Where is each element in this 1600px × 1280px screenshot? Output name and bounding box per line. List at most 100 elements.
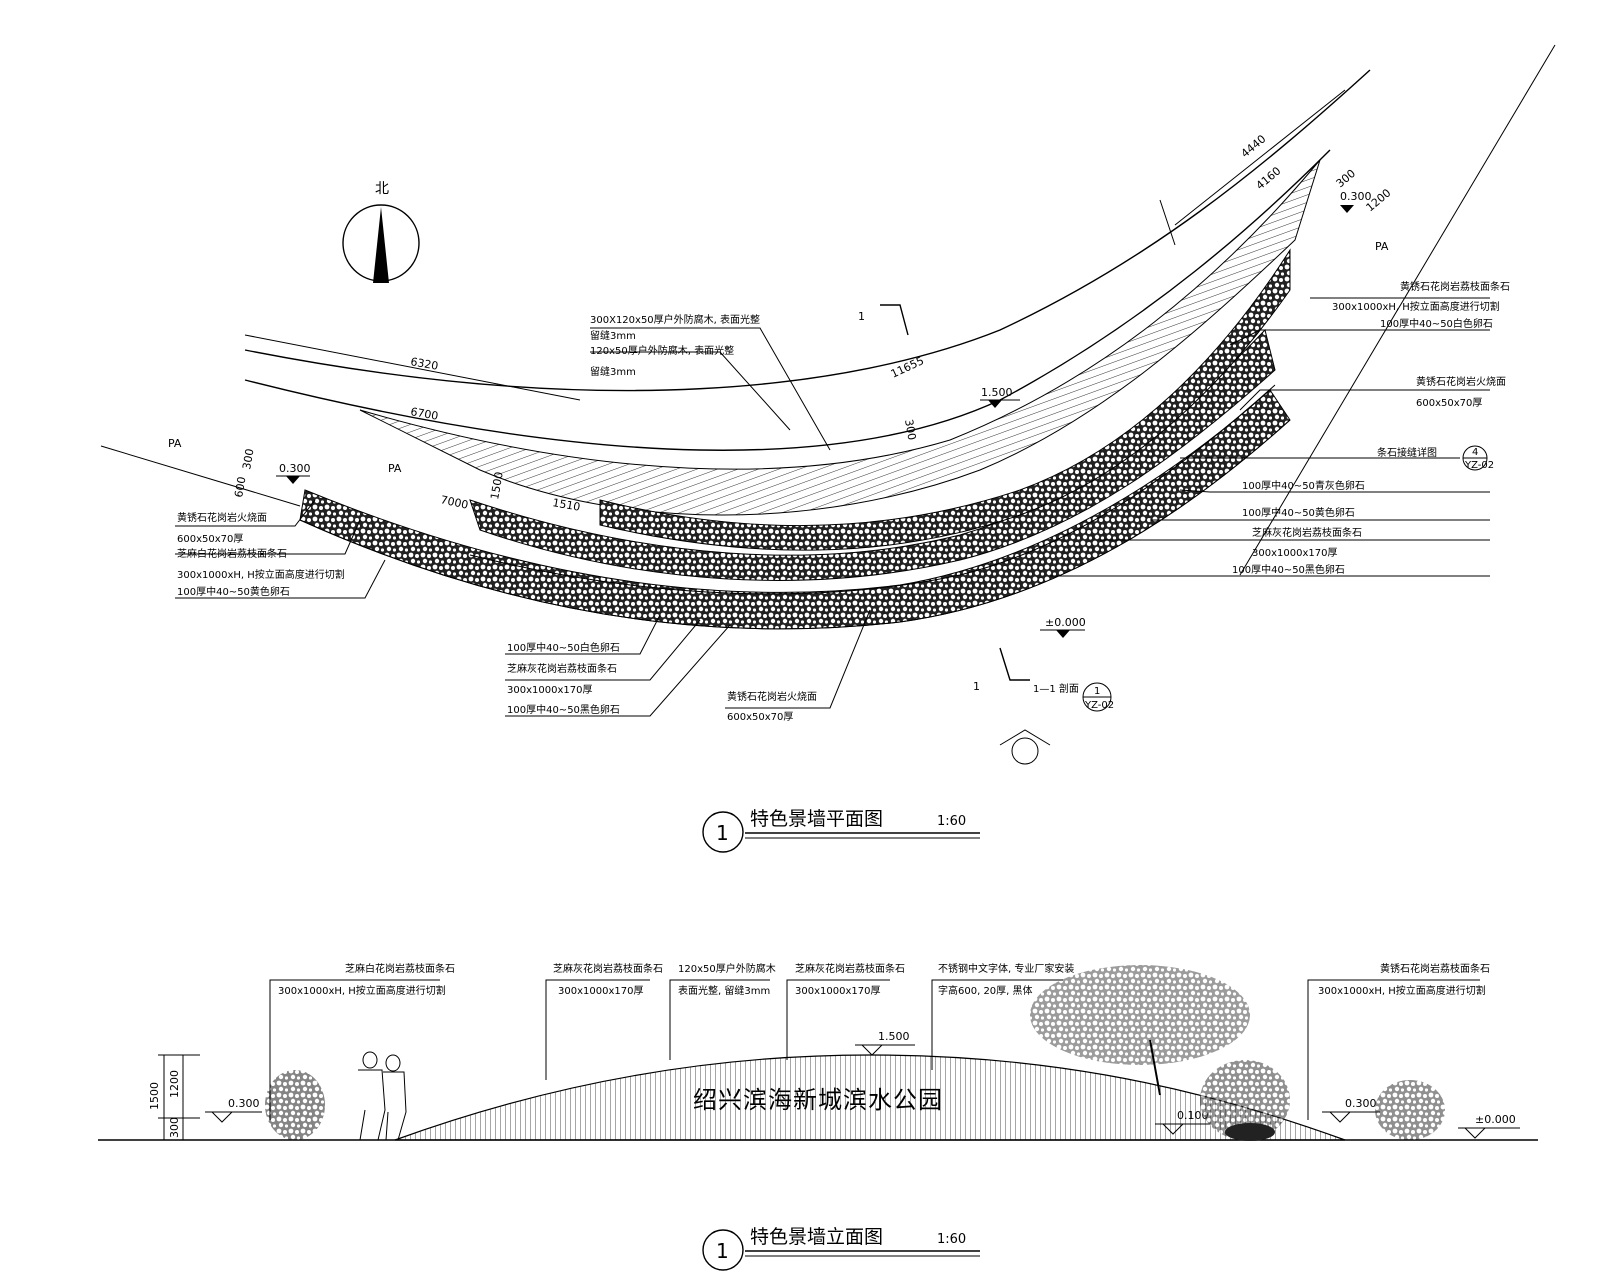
inner-arc <box>244 149 1331 451</box>
dim-1510: 1510 <box>551 496 581 514</box>
boundary-right <box>1239 44 1556 576</box>
dim-6320: 6320 <box>409 355 439 373</box>
e-note-1b: 300x1000xH, H按立面高度进行切割 <box>278 984 446 997</box>
svg-text:1—1 剖面: 1—1 剖面 <box>1033 682 1079 695</box>
note-b1: 100厚中40~50白色卵石 <box>507 641 620 654</box>
section-mark-top: 1 <box>858 304 909 336</box>
note-b5: 黄锈石花岗岩火烧面 <box>727 690 817 703</box>
outer-arc <box>244 69 1371 392</box>
note-wood-1: 300X120x50厚户外防腐木, 表面光整 <box>590 313 760 326</box>
note-r5: 600x50x70厚 <box>1416 397 1482 409</box>
elev-marker-0300-left: 0.300 <box>276 462 311 484</box>
svg-text:1.500: 1.500 <box>878 1030 910 1043</box>
elevation-scale: 1:60 <box>937 1232 966 1247</box>
elev-leaders <box>269 979 1480 1120</box>
svg-text:±0.000: ±0.000 <box>1045 616 1086 629</box>
dim-4160: 4160 <box>1254 164 1284 192</box>
note-r10: 300x1000x170厚 <box>1252 547 1337 559</box>
svg-text:0.300: 0.300 <box>1340 190 1372 203</box>
elevation-title: 特色景墙立面图 <box>750 1226 883 1248</box>
note-b2: 芝麻灰花岗岩荔枝面条石 <box>507 662 617 675</box>
dim-tick-a <box>1159 199 1176 246</box>
dim-7000: 7000 <box>439 493 469 512</box>
e-note-6b: 300x1000xH, H按立面高度进行切割 <box>1318 984 1486 997</box>
plan-title-number: 1 <box>716 821 729 845</box>
north-small <box>999 729 1051 765</box>
e-note-5b: 字高600, 20厚, 黑体 <box>938 984 1033 997</box>
figures-people <box>358 1051 407 1141</box>
note-r3: 100厚中40~50白色卵石 <box>1380 317 1493 330</box>
svg-text:1: 1 <box>1094 686 1100 697</box>
svg-text:1: 1 <box>858 310 865 323</box>
tree-right <box>1030 965 1445 1141</box>
e-note-2b: 300x1000x170厚 <box>558 985 643 997</box>
e-marker-0300-left: 0.300 <box>205 1097 262 1123</box>
sign-text: 绍兴滨海新城滨水公园 <box>693 1086 943 1114</box>
note-l1: 黄锈石花岗岩火烧面 <box>177 511 267 524</box>
svg-text:0.100: 0.100 <box>1177 1109 1209 1122</box>
e-marker-0100: 0.100 <box>1155 1109 1210 1135</box>
boundary-left <box>100 445 301 507</box>
note-r4: 黄锈石花岗岩火烧面 <box>1416 375 1506 388</box>
plan-leaders <box>175 297 1490 717</box>
note-r7: 100厚中40~50青灰色卵石 <box>1242 479 1365 492</box>
svg-text:YZ-02: YZ-02 <box>1084 700 1114 711</box>
note-l5: 100厚中40~50黄色卵石 <box>177 585 290 598</box>
svg-text:1: 1 <box>973 680 980 693</box>
note-wood-4: 留缝3mm <box>590 365 636 378</box>
paving-edge-1 <box>299 419 1291 630</box>
section-mark-bottom: 1 1—1 剖面 1 YZ-02 <box>973 647 1114 712</box>
elevation-title-number: 1 <box>716 1239 729 1263</box>
svg-text:1.500: 1.500 <box>981 386 1013 399</box>
timber-hatch-band <box>359 159 1321 516</box>
e-note-4b: 300x1000x170厚 <box>795 985 880 997</box>
svg-text:0.300: 0.300 <box>228 1097 260 1110</box>
svg-text:300: 300 <box>168 1117 181 1138</box>
dim-300-mid: 300 <box>902 418 918 441</box>
e-note-6a: 黄锈石花岗岩荔枝面条石 <box>1380 962 1490 975</box>
pa-label-right: PA <box>1375 240 1389 253</box>
pa-label-mid: PA <box>388 462 402 475</box>
note-r8: 100厚中40~50黄色卵石 <box>1242 506 1355 519</box>
e-marker-0300-right: 0.300 <box>1322 1097 1380 1123</box>
north-arrow: 北 <box>342 181 420 283</box>
e-note-3b: 表面光整, 留缝3mm <box>678 984 770 997</box>
svg-text:1200: 1200 <box>168 1070 181 1098</box>
svg-text:YZ-02: YZ-02 <box>1464 460 1494 471</box>
pebble-band-mid <box>469 328 1276 581</box>
dim-1500: 1500 <box>488 471 506 501</box>
plan-view: 北 6320 6700 4440 4160 300 1200 11655 300… <box>100 44 1556 853</box>
dim-line-4440 <box>1174 89 1346 226</box>
dim-600: 600 <box>232 476 248 499</box>
shrub-left <box>265 1070 325 1140</box>
paving-edge-2 <box>469 384 1276 595</box>
svg-text:0.300: 0.300 <box>279 462 311 475</box>
dim-300-left: 300 <box>240 448 256 471</box>
svg-text:1500: 1500 <box>148 1082 161 1110</box>
e-note-2a: 芝麻灰花岗岩荔枝面条石 <box>553 962 663 975</box>
note-r11: 100厚中40~50黑色卵石 <box>1232 563 1345 576</box>
note-r1: 黄锈石花岗岩荔枝面条石 <box>1400 280 1510 293</box>
note-r6: 条石接缝详图 <box>1377 446 1437 459</box>
note-b6: 600x50x70厚 <box>727 711 793 723</box>
dim-300-top: 300 <box>1334 167 1358 190</box>
pebble-band-inner <box>599 248 1291 551</box>
e-marker-1500: 1.500 <box>855 1030 915 1056</box>
e-note-1a: 芝麻白花岗岩荔枝面条石 <box>345 962 455 975</box>
note-l3: 芝麻白花岗岩荔枝面条石 <box>177 547 287 560</box>
note-l4: 300x1000xH, H按立面高度进行切割 <box>177 568 345 581</box>
note-wood-2: 留缝3mm <box>590 329 636 342</box>
plan-title-block: 1 特色景墙平面图 1:60 <box>702 808 980 853</box>
elev-marker-1500: 1.500 <box>980 386 1020 408</box>
svg-text:4: 4 <box>1472 447 1478 458</box>
note-r9: 芝麻灰花岗岩荔枝面条石 <box>1252 526 1362 539</box>
note-r2: 300x1000xH, H按立面高度进行切割 <box>1332 300 1500 313</box>
e-note-4a: 芝麻灰花岗岩荔枝面条石 <box>795 962 905 975</box>
joint-detail-ref: 4 YZ-02 <box>1180 445 1494 471</box>
svg-text:0.300: 0.300 <box>1345 1097 1377 1110</box>
elev-marker-0300-right: 0.300 <box>1340 190 1372 213</box>
note-l2: 600x50x70厚 <box>177 533 243 545</box>
plan-title: 特色景墙平面图 <box>750 808 883 830</box>
elev-marker-0000: ±0.000 <box>1040 616 1086 638</box>
